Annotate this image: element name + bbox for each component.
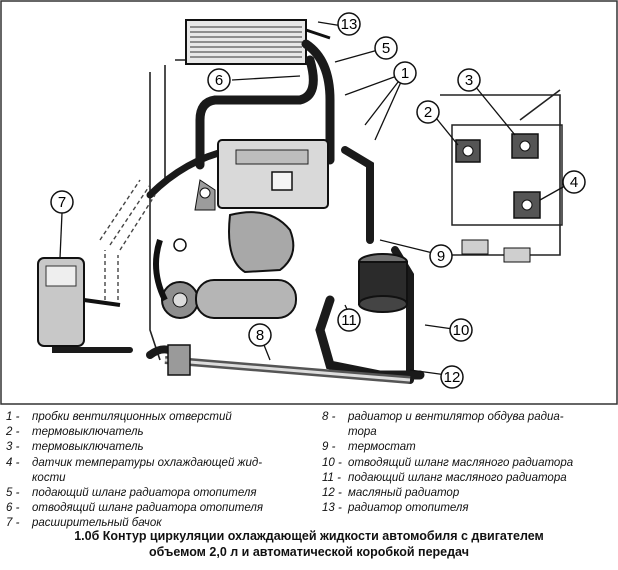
callout-markers: 13 5 6 1 3 2 4 7 9 8 11 10 12 — [50, 12, 586, 389]
callout-12: 12 — [440, 365, 464, 389]
svg-text:9: 9 — [437, 248, 445, 265]
legend-text: термостат — [348, 441, 416, 454]
callout-7: 7 — [50, 190, 74, 214]
svg-text:12: 12 — [444, 369, 461, 386]
cooling-circuit-diagram: 13 5 6 1 3 2 4 7 9 8 11 10 12 — [0, 0, 618, 405]
legend-text: отводящий шланг радиатора отопителя — [32, 502, 263, 515]
svg-text:11: 11 — [341, 312, 357, 329]
legend-item: 10 - отводящий шланг масляного радиатора — [322, 456, 612, 471]
heater-hose-pair — [305, 28, 331, 40]
thermo-switch-panel — [451, 124, 563, 263]
callout-11: 11 — [337, 308, 361, 332]
legend-left: 1 - пробки вентиляционных отверстий 2 - тер… — [6, 410, 306, 532]
svg-text:2: 2 — [424, 104, 432, 121]
callout-8: 8 — [248, 323, 272, 347]
svg-text:7: 7 — [58, 194, 66, 211]
callout-13: 13 — [337, 12, 361, 36]
airflow-lines — [99, 179, 156, 300]
legend-number: 7 - — [6, 517, 20, 530]
svg-text:8: 8 — [256, 327, 264, 344]
legend-text: расширительный бачок — [32, 517, 162, 530]
legend-number: 1 - — [6, 411, 20, 423]
coolant-hoses — [52, 39, 425, 384]
legend-number: 13 - — [322, 502, 342, 515]
legend-number: 6 - — [6, 502, 20, 515]
svg-text:13: 13 — [341, 16, 358, 33]
legend-text: пробки вентиляционных отверстий — [32, 411, 232, 423]
legend-number: 9 - — [322, 441, 336, 454]
svg-text:1: 1 — [401, 65, 409, 82]
radiator-fan-bar — [164, 344, 411, 384]
legend-item: 9 - термостат — [322, 440, 612, 455]
turbocharger — [153, 211, 297, 319]
callout-2: 2 — [416, 100, 440, 124]
svg-text:6: 6 — [215, 72, 223, 89]
svg-text:10: 10 — [453, 322, 470, 339]
svg-text:5: 5 — [382, 40, 390, 57]
callout-6: 6 — [207, 68, 231, 92]
legend-number: 2 - — [6, 426, 20, 439]
legend-number: 10 - — [322, 456, 342, 469]
legend-number: 8 - — [322, 411, 336, 423]
legend-text: радиатор отопителя — [348, 502, 469, 515]
legend-item: 12 - масляный радиатор — [322, 486, 612, 501]
figure-caption: 1.0б Контур циркуляции охлаждающей жидко… — [0, 528, 618, 560]
legend-right: 8 - радиатор и вентилятор обдува радиа- т… — [322, 410, 612, 516]
diagram-border — [0, 0, 618, 405]
callout-10: 10 — [449, 318, 473, 342]
callout-4: 4 — [562, 170, 586, 194]
callout-1: 1 — [393, 61, 417, 85]
legend-number: 3 - — [6, 441, 20, 454]
legend-text: масляный радиатор — [348, 487, 460, 500]
legend-text: термовыключатель — [32, 426, 144, 439]
svg-text:3: 3 — [465, 72, 473, 89]
callout-9: 9 — [429, 244, 453, 268]
legend-item: 6 - отводящий шланг радиатора отопителя — [6, 501, 306, 516]
engine-block — [194, 139, 329, 211]
legend-item: 13 - радиатор отопителя — [322, 501, 612, 516]
legend-number: 12 - — [322, 487, 342, 500]
legend-item: 4 - датчик температуры охлаждающей жид- к… — [6, 456, 306, 486]
svg-text:4: 4 — [570, 174, 578, 191]
caption-line-2: объемом 2,0 л и автоматической коробкой … — [149, 545, 469, 559]
legend-item: 3 - термовыключатель — [6, 440, 306, 455]
legend-item: 7 - расширительный бачок — [6, 516, 306, 531]
legend-number: 4 - — [6, 456, 20, 469]
legend-number: 5 - — [6, 487, 20, 500]
legend-item: 5 - подающий шланг радиатора отопителя — [6, 486, 306, 501]
legend-item: 11 - подающий шланг масляного радиатора — [322, 471, 612, 486]
legend-number: 11 - — [322, 471, 341, 484]
legend-text: радиатор и вентилятор обдува радиа- тора — [348, 411, 564, 439]
callout-5: 5 — [374, 36, 398, 60]
callout-3: 3 — [457, 68, 481, 92]
legend-item: 2 - термовыключатель — [6, 425, 306, 440]
legend-item: 1 - пробки вентиляционных отверстий — [6, 410, 306, 425]
legend-text: отводящий шланг масляного радиатора — [348, 456, 574, 469]
heater-radiator — [185, 19, 307, 65]
oil-cooler — [358, 253, 408, 313]
caption-line-1: 1.0б Контур циркуляции охлаждающей жидко… — [74, 529, 544, 543]
legend-text: подающий шланг радиатора отопителя — [32, 487, 257, 500]
legend-text: датчик температуры охлаждающей жид- кост… — [32, 456, 263, 484]
legend-text: подающий шланг масляного радиатора — [348, 471, 567, 484]
legend-text: термовыключатель — [32, 441, 144, 454]
expansion-tank — [37, 257, 121, 347]
legend-item: 8 - радиатор и вентилятор обдува радиа- т… — [322, 410, 612, 440]
